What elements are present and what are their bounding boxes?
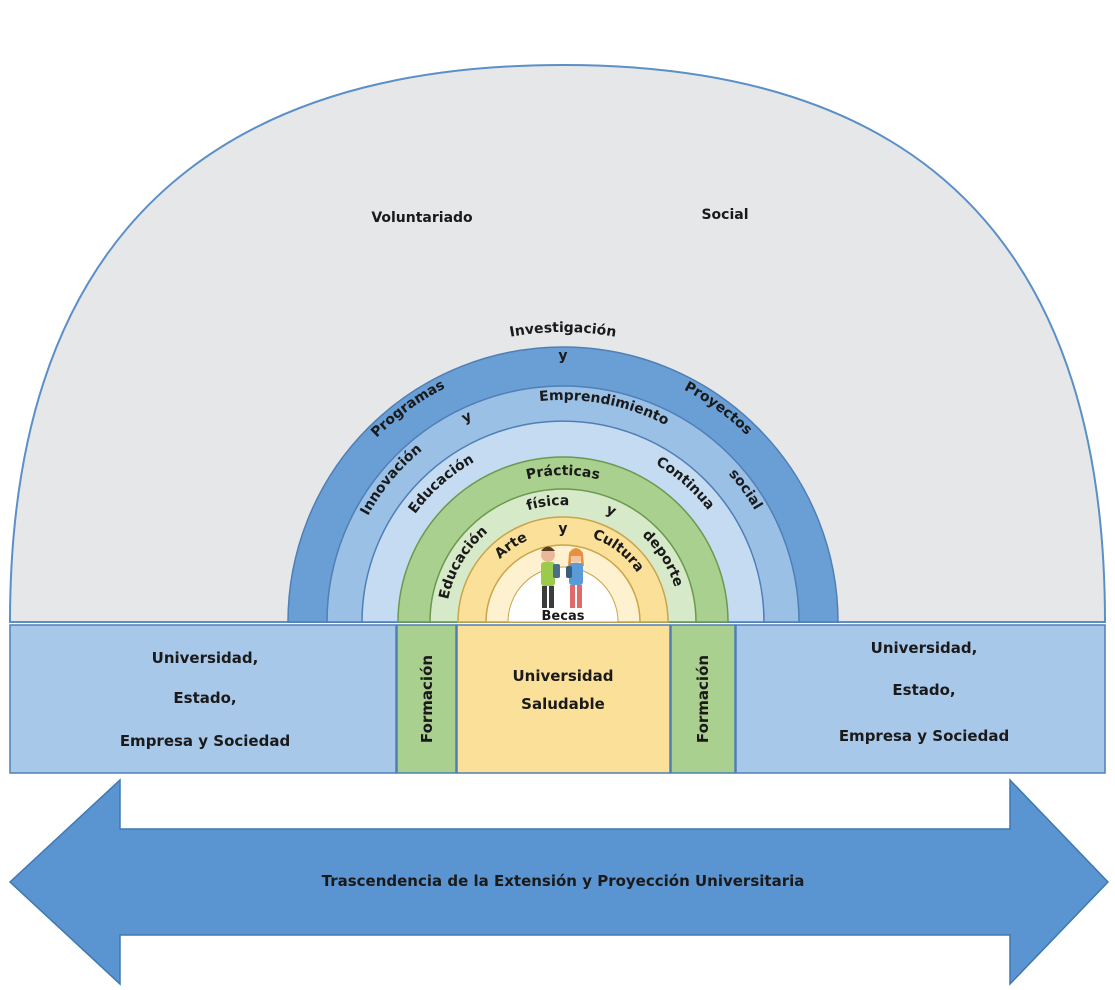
- right-box-line1: Universidad,: [871, 639, 978, 657]
- students-illustration: [541, 546, 584, 608]
- left-box: [9, 624, 397, 774]
- outer-dome: [8, 63, 1107, 623]
- dome-word-volunteering: Voluntariado: [371, 210, 473, 226]
- arc-label-art-and: y: [558, 521, 567, 537]
- formation-right-box: [670, 624, 736, 774]
- arc-label-physical: física: [525, 493, 570, 514]
- dome-word-social: Social: [701, 207, 748, 223]
- arc-label-programs-and: y: [558, 348, 567, 364]
- formation-right-label: Formación: [694, 655, 712, 743]
- arrow-label: Trascendencia de la Extensión y Proyecci…: [322, 872, 805, 890]
- left-box-line2: Estado,: [173, 689, 236, 707]
- right-box-line2: Estado,: [892, 681, 955, 699]
- arc-label-research: Investigación: [508, 320, 617, 341]
- left-box-line1: Universidad,: [152, 649, 259, 667]
- center-box-line2: Saludable: [521, 695, 605, 713]
- formation-left-box: [396, 624, 457, 774]
- formation-left-label: Formación: [418, 655, 436, 743]
- double-arrow: [8, 778, 1110, 986]
- center-box: [456, 624, 671, 774]
- arc-core: [507, 566, 619, 623]
- left-box-line3: Empresa y Sociedad: [120, 732, 290, 750]
- right-box: [735, 624, 1106, 774]
- center-box-line1: Universidad: [512, 667, 613, 685]
- arc-label-scholarships: Becas: [542, 609, 585, 624]
- right-box-line3: Empresa y Sociedad: [839, 727, 1009, 745]
